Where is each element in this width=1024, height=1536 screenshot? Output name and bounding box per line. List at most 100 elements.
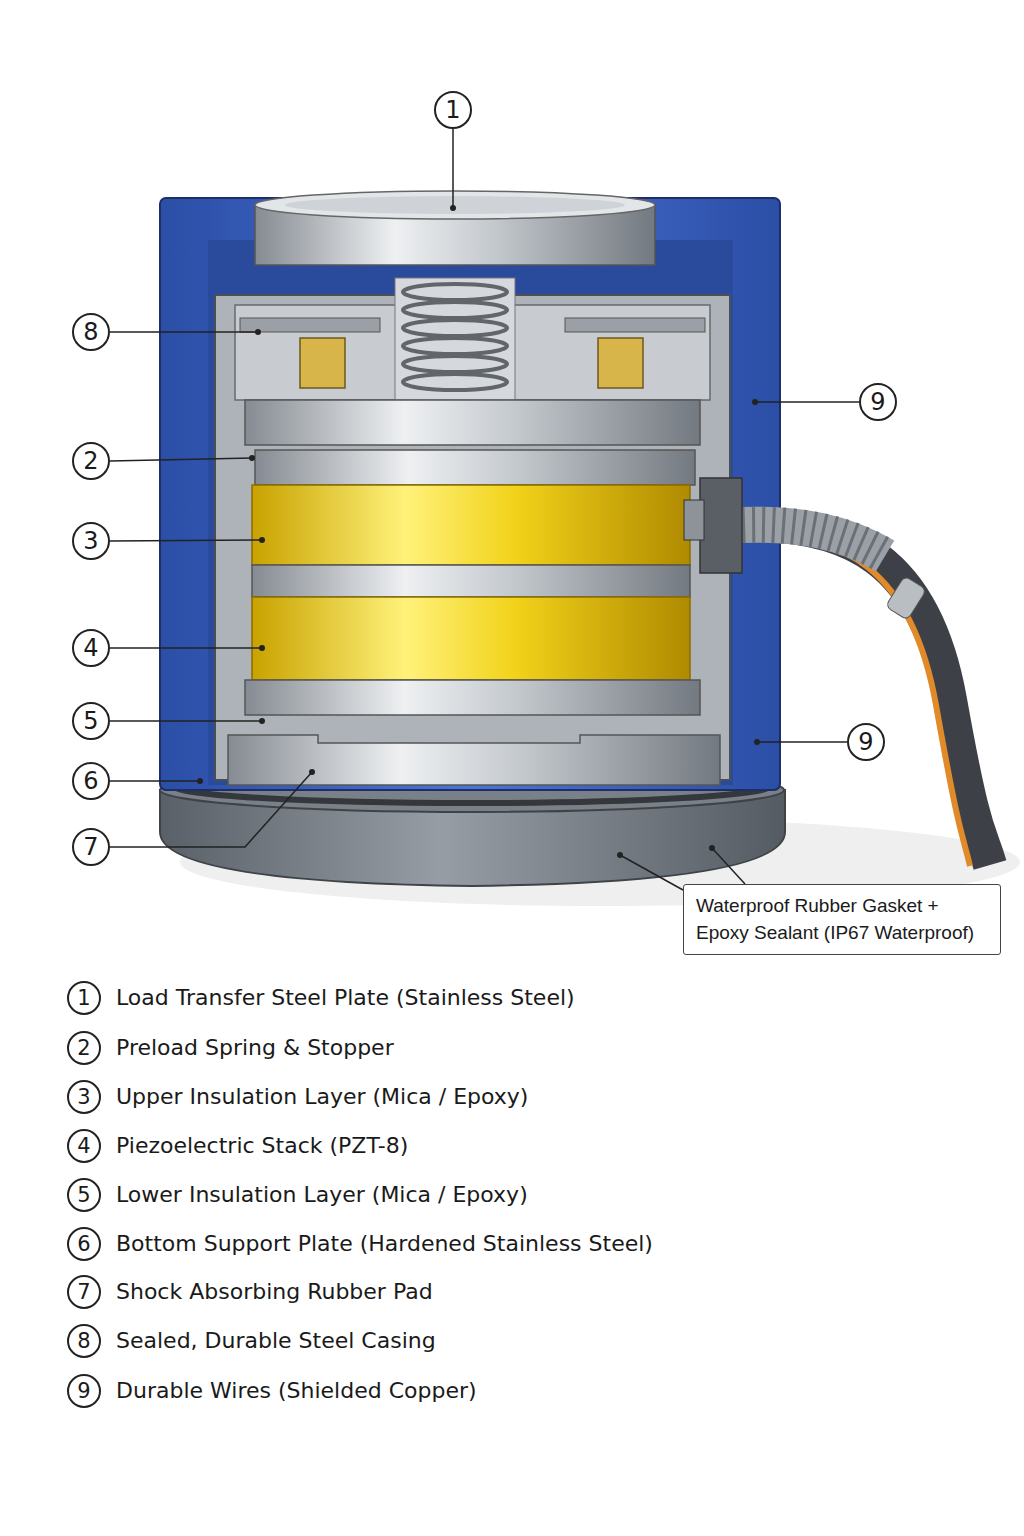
cable <box>742 525 990 865</box>
preload-spring <box>403 284 507 390</box>
callout-circle <box>68 1130 100 1162</box>
callout-number: 2 <box>83 449 98 473</box>
leader-line <box>110 780 200 782</box>
leader-dot <box>259 718 265 724</box>
callout-number: 9 <box>847 723 885 761</box>
electrode-ring <box>255 450 695 485</box>
leader-dot <box>450 205 456 211</box>
legend-entry: Load Transfer Steel Plate (Stainless Ste… <box>116 984 996 1012</box>
callout-number: 2 <box>67 1031 101 1065</box>
note-text: Waterproof Rubber Gasket + Epoxy Sealant… <box>696 893 988 946</box>
cable-stripe <box>742 533 970 866</box>
cable-ferrule <box>885 576 926 620</box>
callout-circle <box>73 443 109 479</box>
leader-lines <box>110 129 859 890</box>
callout-number: 3 <box>67 1080 101 1114</box>
leader-dot <box>249 455 255 461</box>
leader-dot <box>197 778 203 784</box>
leader-line <box>110 331 258 333</box>
spring-coil <box>403 284 507 300</box>
callout-circle <box>73 829 109 865</box>
lower-insulation <box>245 680 700 715</box>
callout-number: 5 <box>67 1178 101 1212</box>
leader-line <box>110 647 262 649</box>
stopper-bar <box>240 318 380 332</box>
spring-coil <box>403 356 507 372</box>
note-box: Waterproof Rubber Gasket + Epoxy Sealant… <box>683 884 1001 955</box>
callout-circle <box>73 630 109 666</box>
brass-block <box>300 338 345 388</box>
leader-dot <box>259 537 265 543</box>
legend-entry: Shock Absorbing Rubber Pad <box>116 1278 996 1306</box>
callout-number: 8 <box>77 1331 90 1352</box>
callout-circle <box>68 1228 100 1260</box>
leader-line <box>620 855 683 890</box>
legend-text: Upper Insulation Layer (Mica / Epoxy) <box>116 1084 528 1109</box>
legend-text: Sealed, Durable Steel Casing <box>116 1328 436 1353</box>
legend-entry: Durable Wires (Shielded Copper) <box>116 1377 996 1405</box>
callout-number: 9 <box>77 1381 90 1402</box>
callout-number: 5 <box>83 709 98 733</box>
callout-circle <box>68 1032 100 1064</box>
callout-circle <box>73 763 109 799</box>
leader-line <box>755 401 859 403</box>
callout-circle <box>68 1375 100 1407</box>
callout-number: 5 <box>72 702 110 740</box>
legend-text: Piezoelectric Stack (PZT-8) <box>116 1133 408 1158</box>
callout-number: 3 <box>77 1087 90 1108</box>
callout-number: 6 <box>72 762 110 800</box>
leader-dot <box>709 845 715 851</box>
callout-number: 1 <box>77 988 90 1009</box>
callout-circle <box>435 92 471 128</box>
leader-line <box>452 129 454 208</box>
callout-number: 5 <box>77 1185 90 1206</box>
legend-entry: Bottom Support Plate (Hardened Stainless… <box>116 1230 996 1258</box>
legend-text: Bottom Support Plate (Hardened Stainless… <box>116 1231 653 1256</box>
piezo-disc <box>252 597 690 680</box>
callout-circle <box>848 724 884 760</box>
leader-line <box>110 540 262 541</box>
callout-circle <box>860 384 896 420</box>
leader-line <box>712 848 745 884</box>
rubber-pad-plate <box>228 735 720 785</box>
preload-stopper-plate <box>245 400 700 445</box>
legend-text: Lower Insulation Layer (Mica / Epoxy) <box>116 1182 528 1207</box>
callout-number: 9 <box>858 730 873 754</box>
legend-text: Load Transfer Steel Plate (Stainless Ste… <box>116 985 575 1010</box>
callout-number: 4 <box>83 636 98 660</box>
callout-number: 7 <box>67 1275 101 1309</box>
callout-circle <box>73 523 109 559</box>
spring-coil <box>403 338 507 354</box>
callout-number: 1 <box>445 98 460 122</box>
callout-number: 8 <box>67 1324 101 1358</box>
callout-number: 7 <box>83 835 98 859</box>
legend-text: Preload Spring & Stopper <box>116 1035 394 1060</box>
leader-line <box>110 772 312 847</box>
callout-number: 6 <box>83 769 98 793</box>
leader-dot <box>309 769 315 775</box>
spring-coil <box>403 302 507 318</box>
spring-coil <box>403 374 507 390</box>
callout-circle <box>73 703 109 739</box>
outer-casing <box>160 198 780 790</box>
legend-entry: Sealed, Durable Steel Casing <box>116 1327 996 1355</box>
stopper-bar <box>565 318 705 332</box>
callout-circle <box>68 1276 100 1308</box>
legend-text: Shock Absorbing Rubber Pad <box>116 1279 433 1304</box>
leader-dot <box>754 739 760 745</box>
callout-number: 6 <box>77 1234 90 1255</box>
callout-number: 1 <box>67 981 101 1015</box>
leader-line <box>757 741 847 743</box>
callout-number: 1 <box>434 91 472 129</box>
load-plate-face <box>285 196 625 214</box>
callout-circle <box>73 314 109 350</box>
legend-entry: Preload Spring & Stopper <box>116 1034 996 1062</box>
callout-number: 4 <box>77 1136 90 1157</box>
connector-pin <box>684 500 704 540</box>
callout-number: 4 <box>67 1129 101 1163</box>
legend-text: Durable Wires (Shielded Copper) <box>116 1378 477 1403</box>
leader-dots <box>197 205 760 858</box>
callout-circle <box>68 1179 100 1211</box>
callout-number: 6 <box>67 1227 101 1261</box>
